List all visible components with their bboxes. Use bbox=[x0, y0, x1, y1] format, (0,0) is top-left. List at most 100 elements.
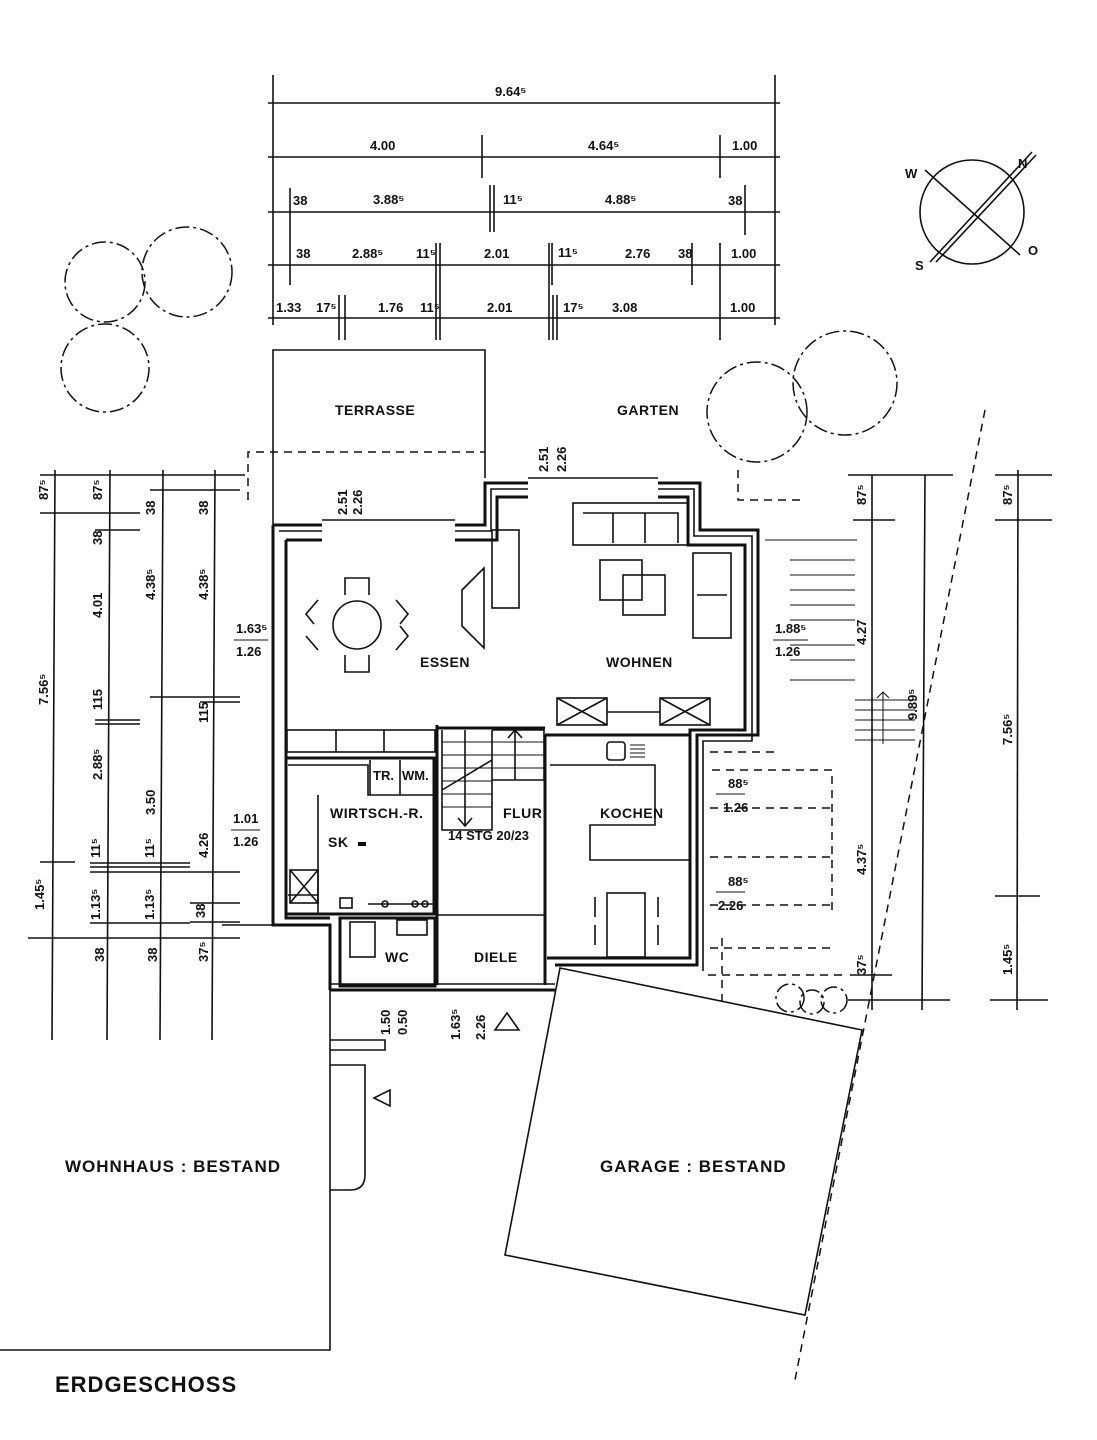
dim: 2.88⁵ bbox=[352, 246, 383, 261]
dim: 38 bbox=[143, 501, 158, 515]
dim: 1.26 bbox=[236, 644, 261, 659]
dim: 4.00 bbox=[370, 138, 395, 153]
dim: 37⁵ bbox=[854, 954, 869, 975]
top-dimension-labels: 9.64⁵ 4.00 4.64⁵ 1.00 38 3.88⁵ 11⁵ 4.88⁵… bbox=[276, 84, 757, 315]
left-dimension-labels: 87⁵ 7.56⁵ 1.45⁵ 87⁵ 38 4.01 115 2.88⁵ 11… bbox=[32, 479, 211, 962]
dim: 2.76 bbox=[625, 246, 650, 261]
sideboard bbox=[286, 729, 436, 753]
right-dimension-labels: 87⁵ 4.27 4.37⁵ 37⁵ 9.89⁵ 87⁵ 7.56⁵ 1.45⁵ bbox=[854, 484, 1015, 975]
label-wc: WC bbox=[385, 949, 409, 965]
dim: 115 bbox=[196, 702, 211, 723]
dim: 2.26 bbox=[350, 490, 365, 515]
fireplace-icon bbox=[461, 566, 485, 650]
dim: 1.00 bbox=[732, 138, 757, 153]
dim: 38 bbox=[296, 246, 310, 261]
dim: 1.50 bbox=[378, 1010, 393, 1035]
tree-icon bbox=[64, 241, 146, 323]
dim: 11⁵ bbox=[88, 838, 103, 858]
dim: 38 bbox=[678, 246, 692, 261]
dim: 2.51 bbox=[335, 490, 350, 515]
dim: 38 bbox=[90, 531, 105, 545]
room-labels: TERRASSE GARTEN ESSEN WOHNEN TR. WM. WIR… bbox=[328, 402, 679, 965]
label-terrasse: TERRASSE bbox=[335, 402, 415, 418]
dim: 7.56⁵ bbox=[36, 674, 51, 705]
dim: 87⁵ bbox=[36, 479, 51, 500]
dim: 1.76 bbox=[378, 300, 403, 315]
sofa-icon bbox=[572, 502, 732, 639]
dim: 11⁵ bbox=[416, 246, 436, 261]
dim: 1.63⁵ bbox=[448, 1009, 463, 1040]
dim: 4.38⁵ bbox=[196, 569, 211, 600]
dim: 4.01 bbox=[90, 593, 105, 618]
label-essen: ESSEN bbox=[420, 654, 470, 670]
top-dimension-lines bbox=[268, 75, 780, 340]
kitchen-fixtures bbox=[550, 741, 690, 958]
label-sk: SK bbox=[328, 834, 348, 850]
dim: 11⁵ bbox=[503, 192, 523, 207]
dim: 1.88⁵ bbox=[775, 621, 806, 636]
dim: 38 bbox=[145, 948, 160, 962]
dim: 2.88⁵ bbox=[90, 749, 105, 780]
dim: 2.26 bbox=[554, 447, 569, 472]
dim-total-width: 9.64⁵ bbox=[495, 84, 526, 99]
dim: 17⁵ bbox=[563, 300, 584, 315]
dim: 1.00 bbox=[731, 246, 756, 261]
window-seat-icon bbox=[556, 697, 711, 726]
dim: 2.01 bbox=[484, 246, 509, 261]
label-wohnen: WOHNEN bbox=[606, 654, 673, 670]
label-garten: GARTEN bbox=[617, 402, 679, 418]
dim: 88⁵ bbox=[728, 874, 749, 889]
sk-symbol bbox=[358, 842, 366, 846]
shrub-icon bbox=[820, 986, 848, 1014]
dim: 7.56⁵ bbox=[1000, 714, 1015, 745]
dim: 4.26 bbox=[196, 833, 211, 858]
dim: 38 bbox=[92, 948, 107, 962]
stove-icon bbox=[630, 744, 645, 758]
dim: 1.45⁵ bbox=[32, 879, 47, 910]
garage-outline bbox=[504, 967, 863, 1316]
compass-west: W bbox=[905, 166, 918, 181]
right-dimension-lines bbox=[708, 409, 1052, 1381]
dim: 87⁵ bbox=[90, 479, 105, 500]
cabinet bbox=[491, 529, 520, 609]
dim: 4.37⁵ bbox=[854, 844, 869, 875]
dim: 1.33 bbox=[276, 300, 301, 315]
left-dimension-lines bbox=[28, 469, 245, 1041]
staircase-icon bbox=[441, 728, 545, 831]
dim: 1.45⁵ bbox=[1000, 944, 1015, 975]
dim: 3.50 bbox=[143, 790, 158, 815]
dim: 9.89⁵ bbox=[905, 689, 920, 720]
dim: 88⁵ bbox=[728, 776, 749, 791]
dining-table-icon bbox=[304, 577, 410, 673]
dim: 1.13⁵ bbox=[88, 889, 103, 920]
dim: 11⁵ bbox=[558, 245, 578, 260]
label-garage: GARAGE : BESTAND bbox=[600, 1157, 787, 1176]
label-wm: WM. bbox=[402, 768, 429, 783]
dim: 4.38⁵ bbox=[143, 569, 158, 600]
dim: 38 bbox=[193, 904, 208, 918]
terrace bbox=[247, 349, 800, 525]
dim: 1.63⁵ bbox=[236, 621, 267, 636]
dim: 2.26 bbox=[473, 1015, 488, 1040]
shrub-icon bbox=[775, 983, 805, 1013]
dim: 37⁵ bbox=[196, 941, 211, 962]
dim: 1.13⁵ bbox=[142, 889, 157, 920]
dim: 2.51 bbox=[536, 447, 551, 472]
tree-icon bbox=[60, 323, 150, 413]
compass-south: S bbox=[915, 258, 924, 273]
label-diele: DIELE bbox=[474, 949, 518, 965]
wc-fixtures bbox=[349, 919, 428, 958]
compass-north: N bbox=[1018, 156, 1027, 171]
dim: 17⁵ bbox=[316, 300, 337, 315]
dim: 87⁵ bbox=[1000, 484, 1015, 505]
dim: 38 bbox=[728, 193, 742, 208]
label-wirtschaftsraum: WIRTSCH.-R. bbox=[330, 805, 423, 821]
dim: 3.88⁵ bbox=[373, 192, 404, 207]
tree-icon bbox=[141, 226, 233, 318]
label-wohnhaus: WOHNHAUS : BESTAND bbox=[65, 1157, 281, 1176]
page-title: ERDGESCHOSS bbox=[55, 1372, 237, 1397]
label-kochen: KOCHEN bbox=[600, 805, 664, 821]
house-walls bbox=[271, 477, 760, 992]
dim: 1.01 bbox=[233, 811, 258, 826]
existing-buildings: WOHNHAUS : BESTAND GARAGE : BESTAND bbox=[0, 924, 863, 1351]
